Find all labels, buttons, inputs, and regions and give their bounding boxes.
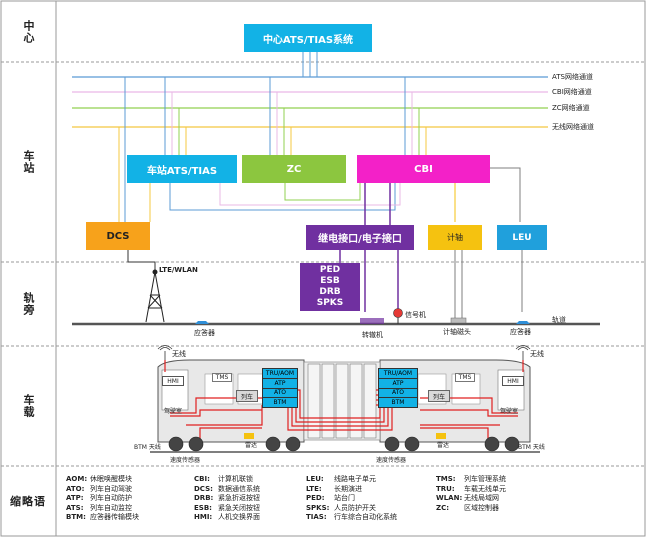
legend-column: AOM:休眠唤醒模块 ATO:列车自动驾驶 ATP:列车自动防护 ATS:列车自… bbox=[66, 475, 139, 523]
legend-column: CBI:计算机联锁 DCS:数据通信系统 DRB:紧急折返按钮 ESB:紧急关闭… bbox=[194, 475, 260, 523]
legend-row: WLAN:无线局域网 bbox=[436, 494, 499, 502]
leu-box: LEU bbox=[497, 225, 547, 250]
ats-network-label: ATS网络通道 bbox=[552, 73, 593, 81]
dcs-box: DCS bbox=[86, 222, 150, 250]
wireless-antenna-icon bbox=[157, 345, 531, 360]
switch-machine-icon bbox=[360, 318, 384, 324]
legend-row: ESB:紧急关闭按钮 bbox=[194, 503, 260, 512]
radar-icons bbox=[244, 433, 446, 439]
balise-icon bbox=[195, 321, 209, 324]
legend-row: AOM:休眠唤醒模块 bbox=[66, 475, 132, 483]
legend-row: TRU:车载无线单元 bbox=[436, 484, 506, 493]
axle-counter-head-icon bbox=[450, 317, 467, 324]
ato-right: ATO bbox=[379, 389, 417, 399]
legend-row: DRB:紧急折返按钮 bbox=[194, 494, 260, 502]
zone-label-station: 车站 bbox=[22, 150, 35, 174]
legend-column: LEU:线路电子单元 LTE:长期演进 PED:站台门 SPKS:人员防护开关 … bbox=[306, 475, 397, 523]
zone-label-onboard: 车载 bbox=[22, 394, 35, 418]
radar-left: 雷达 bbox=[245, 442, 258, 449]
ato-left: ATO bbox=[263, 389, 297, 399]
station-drops bbox=[118, 77, 521, 225]
speed-sensor-left: 速度传感器 bbox=[170, 457, 201, 464]
center-links bbox=[302, 52, 318, 77]
cab-right: 驾驶室 bbox=[500, 408, 519, 415]
atp-left: ATP bbox=[263, 379, 297, 389]
zc-network-label: ZC网络通道 bbox=[552, 104, 590, 112]
btm-right: BTM bbox=[391, 399, 405, 407]
signal-icon bbox=[393, 308, 403, 324]
network-buses bbox=[72, 76, 548, 128]
legend-row: ATP:列车自动防护 bbox=[66, 494, 132, 502]
relay-interface-box: 继电接口/电子接口 bbox=[306, 225, 414, 250]
balise-label-1: 应答器 bbox=[194, 329, 215, 337]
ped-label: PED bbox=[319, 265, 341, 275]
balise-icons bbox=[195, 321, 530, 324]
station-ats-box: 车站ATS/TIAS bbox=[127, 155, 237, 183]
legend-row: CBI:计算机联锁 bbox=[194, 475, 253, 483]
balise-label-2: 应答器 bbox=[510, 328, 531, 336]
wireless-label-right: 无线 bbox=[530, 350, 544, 358]
balise-icon bbox=[516, 321, 530, 324]
legend-row: TMS:列车管理系统 bbox=[436, 475, 506, 483]
legend-row: ATO:列车自动驾驶 bbox=[66, 484, 132, 493]
signal-label: 信号机 bbox=[405, 311, 426, 319]
legend-row: ATS:列车自动监控 bbox=[66, 503, 132, 512]
abbreviation-legend: AOM:休眠唤醒模块 ATO:列车自动驾驶 ATP:列车自动防护 ATS:列车自… bbox=[58, 469, 640, 533]
tms-left: TMS bbox=[212, 373, 232, 382]
btm-antenna-right: BTM 天线 bbox=[518, 444, 545, 451]
lte-tower-icon bbox=[145, 269, 165, 323]
speed-sensor-right: 速度传感器 bbox=[376, 457, 407, 464]
onboard-unit-left: TRU/AOM ATP ATO BTM bbox=[262, 368, 298, 408]
train-wheels bbox=[168, 436, 520, 452]
axle-counter-box: 计轴 bbox=[428, 225, 482, 250]
wireless-network-label: 无线网络通道 bbox=[552, 123, 594, 131]
ped-esb-drb-spks-box: PED ESB DRB SPKS bbox=[300, 263, 360, 311]
hmi-left: HMI bbox=[162, 376, 184, 386]
esb-label: ESB bbox=[320, 276, 340, 286]
zone-label-center: 中心 bbox=[22, 19, 35, 44]
legend-row: LEU:线路电子单元 bbox=[306, 475, 376, 483]
wireless-label-left: 无线 bbox=[172, 350, 186, 358]
legend-row: DCS:数据通信系统 bbox=[194, 484, 260, 493]
tru-aom-left: TRU/AOM bbox=[263, 369, 297, 379]
train-unit-left: 列车 bbox=[236, 390, 258, 402]
atp-right: ATP bbox=[379, 379, 417, 389]
tru-aom-right: TRU/AOM bbox=[379, 369, 417, 379]
legend-column: TMS:列车管理系统 TRU:车载无线单元 WLAN:无线局域网 ZC:区域控制… bbox=[436, 475, 506, 513]
legend-row: BTM:应答器传输模块 bbox=[66, 513, 139, 521]
drb-label: DRB bbox=[319, 287, 341, 297]
switch-machine-label: 转辙机 bbox=[362, 331, 383, 339]
legend-row: SPKS:人员防护开关 bbox=[306, 503, 376, 512]
tms-right: TMS bbox=[455, 373, 475, 382]
legend-row: TIAS:行车综合自动化系统 bbox=[306, 513, 397, 521]
legend-row: HMI:人机交换界面 bbox=[194, 513, 260, 521]
btm-left: BTM bbox=[273, 399, 287, 407]
train-unit-right: 列车 bbox=[428, 390, 450, 402]
radar-right: 雷达 bbox=[437, 442, 450, 449]
hmi-right: HMI bbox=[502, 376, 524, 386]
cbi-network-label: CBI网络通道 bbox=[552, 88, 592, 96]
track-label: 轨道 bbox=[552, 316, 566, 324]
cbi-box: CBI bbox=[357, 155, 490, 183]
legend-row: LTE:长期演进 bbox=[306, 484, 362, 493]
center-ats-tias-box: 中心ATS/TIAS系统 bbox=[244, 24, 372, 52]
lte-wlan-label: LTE/WLAN bbox=[159, 266, 198, 274]
legend-row: ZC:区域控制器 bbox=[436, 503, 499, 512]
onboard-unit-right: TRU/AOM ATP ATO BTM bbox=[378, 368, 418, 408]
zone-label-trackside: 轨旁 bbox=[22, 292, 35, 316]
zone-label-abbr: 缩略语 bbox=[10, 495, 46, 508]
btm-antenna-left: BTM 天线 bbox=[134, 444, 161, 451]
axle-head-label: 计轴磁头 bbox=[443, 328, 471, 336]
zc-box: ZC bbox=[242, 155, 346, 183]
cab-left: 驾驶室 bbox=[164, 408, 183, 415]
trackside-links bbox=[127, 250, 523, 318]
spks-label: SPKS bbox=[316, 298, 344, 308]
legend-row: PED:站台门 bbox=[306, 494, 355, 502]
